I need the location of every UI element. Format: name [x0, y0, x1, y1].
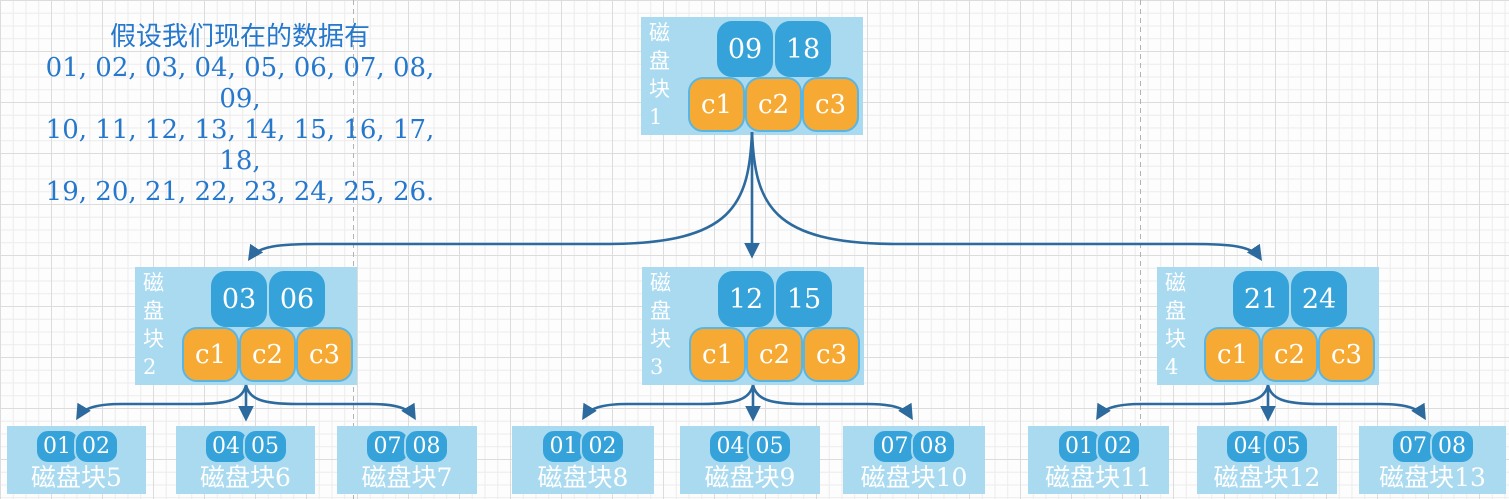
leaf-values: 04 05 — [203, 429, 288, 464]
value-cell: 01 — [541, 429, 586, 464]
key-cell: 09 — [717, 21, 773, 77]
leaf-values: 07 08 — [1390, 429, 1475, 464]
leaf-values: 01 02 — [541, 429, 625, 464]
connector-block3-to-leaf10 — [751, 384, 913, 421]
leaf-label: 磁盘块8 — [537, 463, 629, 492]
pointer-cell: c3 — [802, 77, 859, 132]
disk-block-label: 磁盘块3 — [650, 271, 671, 379]
disk-block-7: 07 08 磁盘块7 — [337, 426, 477, 494]
leaf-values: 01 02 — [34, 429, 119, 464]
leaf-label: 磁盘块6 — [200, 463, 291, 492]
disk-block-5: 01 02 磁盘块5 — [7, 426, 146, 494]
leaf-label: 磁盘块5 — [31, 463, 122, 492]
pointer-cell: c2 — [746, 327, 803, 382]
value-cell: 08 — [1429, 429, 1475, 464]
pointer-cell: c2 — [745, 77, 802, 132]
connector-block3-to-leaf8 — [582, 384, 755, 421]
disk-block-11: 01 02 磁盘块11 — [1028, 426, 1169, 494]
leaf-values: 07 08 — [872, 429, 956, 464]
leaf-label: 磁盘块13 — [1379, 463, 1486, 492]
value-cell: 05 — [747, 429, 792, 464]
value-cell: 01 — [34, 429, 80, 464]
leaf-label: 磁盘块12 — [1213, 463, 1321, 492]
value-cell: 08 — [404, 429, 449, 464]
disk-block-12: 04 05 磁盘块12 — [1197, 426, 1337, 494]
value-cell: 02 — [580, 429, 625, 464]
intro-line-2: 10, 11, 12, 13, 14, 15, 16, 17, 18, — [45, 115, 435, 176]
connector-block2-to-leaf7 — [244, 384, 416, 421]
leaf-values: 04 05 — [708, 429, 792, 464]
value-cell: 07 — [1390, 429, 1436, 464]
value-cell: 04 — [203, 429, 249, 464]
intro-title: 假设我们现在的数据有 — [109, 22, 370, 52]
key-cell: 03 — [211, 271, 267, 327]
pointer-cell: c2 — [239, 327, 296, 382]
value-cell: 05 — [242, 429, 288, 464]
value-cell: 07 — [872, 429, 917, 464]
value-cell: 07 — [365, 429, 410, 464]
pointer-cell: c1 — [182, 327, 239, 382]
disk-block-2: 磁盘块2 03 06 c1 c2 c3 — [135, 267, 357, 385]
value-cell: 08 — [911, 429, 956, 464]
value-cell: 02 — [73, 429, 119, 464]
pointer-cell: c2 — [1261, 327, 1318, 382]
pointer-cell: c3 — [1318, 327, 1375, 382]
disk-block-13: 07 08 磁盘块13 — [1359, 426, 1506, 494]
intro-text-block: 假设我们现在的数据有 01, 02, 03, 04, 05, 06, 07, 0… — [30, 22, 450, 208]
leaf-label: 磁盘块11 — [1045, 463, 1152, 492]
value-cell: 05 — [1264, 429, 1309, 464]
value-cell: 01 — [1056, 429, 1102, 464]
disk-block-10: 07 08 磁盘块10 — [843, 426, 985, 494]
disk-block-label: 磁盘块1 — [649, 21, 670, 129]
disk-block-label: 磁盘块4 — [1165, 271, 1186, 379]
key-cell: 18 — [775, 21, 831, 77]
leaf-label: 磁盘块10 — [860, 463, 968, 492]
intro-line-3: 19, 20, 21, 22, 23, 24, 25, 26. — [45, 177, 435, 207]
intro-line-1: 01, 02, 03, 04, 05, 06, 07, 08, 09, — [45, 53, 435, 114]
value-cell: 04 — [708, 429, 753, 464]
leaf-label: 磁盘块9 — [704, 463, 796, 492]
disk-block-9: 04 05 磁盘块9 — [680, 426, 820, 494]
disk-block-3: 磁盘块3 12 15 c1 c2 c3 — [642, 267, 864, 385]
leaf-values: 01 02 — [1056, 429, 1141, 464]
pointer-cell: c3 — [296, 327, 353, 382]
disk-block-1: 磁盘块1 09 18 c1 c2 c3 — [641, 17, 863, 135]
value-cell: 04 — [1225, 429, 1270, 464]
leaf-values: 04 05 — [1225, 429, 1309, 464]
leaf-label: 磁盘块7 — [361, 463, 453, 492]
connector-root-to-block4 — [750, 131, 1263, 262]
key-cell: 06 — [269, 271, 325, 327]
pointer-cell: c1 — [1204, 327, 1261, 382]
key-cell: 24 — [1291, 271, 1347, 327]
connector-block2-to-leaf5 — [76, 384, 248, 421]
disk-block-8: 01 02 磁盘块8 — [512, 426, 654, 494]
pointer-cell: c3 — [803, 327, 860, 382]
disk-block-6: 04 05 磁盘块6 — [176, 426, 315, 494]
leaf-values: 07 08 — [365, 429, 449, 464]
key-cell: 21 — [1233, 271, 1289, 327]
value-cell: 02 — [1095, 429, 1141, 464]
connector-block4-to-leaf11 — [1096, 384, 1270, 421]
key-cell: 15 — [776, 271, 832, 327]
disk-block-4: 磁盘块4 21 24 c1 c2 c3 — [1157, 267, 1379, 385]
connector-block4-to-leaf13 — [1266, 384, 1426, 421]
key-cell: 12 — [718, 271, 774, 327]
pointer-cell: c1 — [689, 327, 746, 382]
disk-block-label: 磁盘块2 — [143, 271, 164, 379]
pointer-cell: c1 — [688, 77, 745, 132]
